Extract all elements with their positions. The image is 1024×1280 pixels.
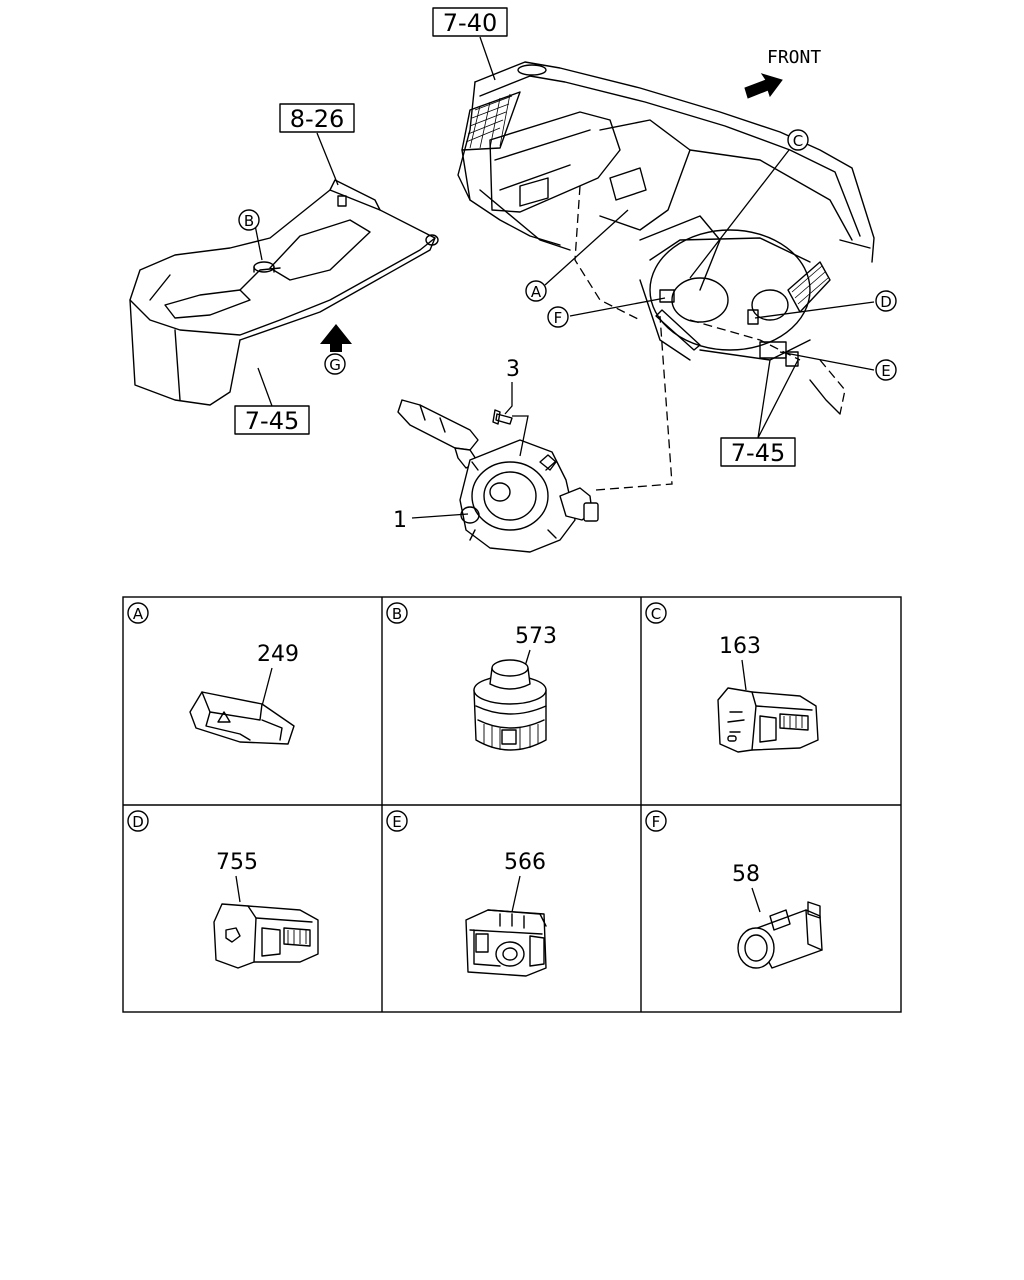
panel-part-number: 573: [515, 624, 557, 649]
view-markers: B C A F D E G: [238, 129, 897, 381]
panel-letter: C: [651, 605, 661, 623]
svg-text:B: B: [244, 212, 254, 230]
front-label: FRONT: [767, 47, 821, 68]
push-switch-755: [213, 903, 319, 969]
svg-text:C: C: [793, 132, 803, 150]
view-marker-a: A: [525, 280, 547, 302]
hazard-switch: [189, 691, 295, 745]
panel-part-number: 755: [216, 850, 258, 875]
svg-text:G: G: [329, 356, 341, 374]
view-marker-c: C: [787, 129, 809, 151]
part-number-combo-switch: 1: [393, 508, 407, 533]
ref-box-label: 7-40: [443, 9, 497, 37]
rotary-knob: [473, 659, 547, 751]
svg-text:A: A: [531, 283, 542, 301]
panel-part-number: 163: [719, 634, 761, 659]
ref-box-label: 7-45: [245, 407, 299, 435]
view-marker-d: D: [875, 290, 897, 312]
panel-letter: F: [652, 813, 661, 831]
front-arrow-icon: [744, 73, 783, 99]
push-switch-163: [717, 687, 819, 753]
detail-panel-b: B 573: [386, 602, 557, 751]
ref-box-label: 8-26: [290, 105, 344, 133]
combination-switch: [397, 399, 599, 553]
detail-panel-grid: [122, 596, 902, 1013]
panel-letter: E: [392, 813, 401, 831]
front-direction-indicator: FRONT: [744, 47, 821, 99]
center-console: [129, 179, 439, 406]
panel-letter: A: [133, 605, 144, 623]
lighter-58: [737, 901, 823, 969]
detail-panel-d: D 755: [127, 810, 319, 969]
panel-part-number: 249: [257, 642, 299, 667]
svg-text:E: E: [881, 362, 890, 380]
view-marker-f: F: [547, 306, 569, 328]
view-marker-e: E: [875, 359, 897, 381]
view-marker-b: B: [238, 209, 260, 231]
svg-text:D: D: [880, 293, 892, 311]
ref-box-7-40: 7-40: [432, 7, 508, 37]
detail-panel-e: E 566: [386, 810, 547, 977]
ref-box-7-45-console: 7-45: [234, 405, 310, 435]
part-number-screw: 3: [506, 357, 520, 382]
up-arrow-icon: [320, 324, 352, 352]
hazard-triangle-icon: [217, 711, 231, 723]
ref-box-8-26: 8-26: [279, 103, 355, 133]
leader-lines: [254, 36, 875, 519]
detail-panel-a: A 249: [127, 602, 299, 745]
panel-letter: B: [392, 605, 402, 623]
ref-box-7-45-dash: 7-45: [720, 437, 796, 467]
panel-letter: D: [132, 813, 144, 831]
panel-part-number: 58: [732, 862, 760, 887]
dashboard-assembly: [457, 61, 875, 415]
panel-part-number: 566: [504, 850, 546, 875]
ref-box-label: 7-45: [731, 439, 785, 467]
detail-panel-f: F 58: [645, 810, 823, 969]
svg-text:F: F: [554, 309, 563, 327]
detail-panel-c: C 163: [645, 602, 819, 753]
view-marker-g: G: [324, 353, 346, 375]
view-arrow-g: [320, 324, 352, 352]
mirror-switch-566: [465, 909, 547, 977]
